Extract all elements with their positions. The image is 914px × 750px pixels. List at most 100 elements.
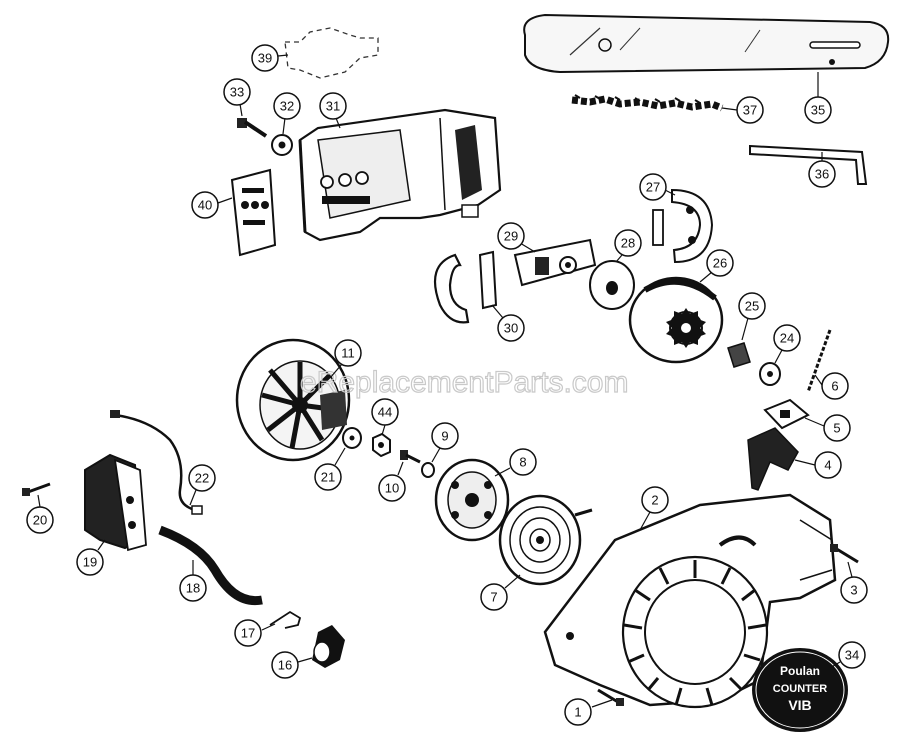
part-5-block [763, 398, 810, 430]
callout-leader-39 [277, 54, 289, 57]
part-31-housing [298, 108, 502, 242]
callout-circle-5 [823, 414, 851, 442]
part-7-spring [498, 494, 593, 586]
callout-circle-32 [273, 92, 301, 120]
callout-leader-16 [297, 657, 313, 663]
part-20-screw [22, 482, 51, 496]
part-19-ignition-module [84, 453, 147, 552]
part-44-nut [372, 432, 391, 458]
badge-line-3: VIB [788, 697, 811, 713]
callout-number-40: 40 [198, 198, 212, 213]
callout-circle-7 [480, 583, 508, 611]
callout-8: 8 [494, 448, 537, 477]
callout-leader-10 [397, 461, 404, 476]
callout-circle-19 [76, 548, 104, 576]
callout-leader-22 [189, 489, 197, 506]
callout-circle-8 [509, 448, 537, 476]
part-26-clutch-drum [628, 276, 724, 364]
callout-18: 18 [179, 560, 207, 602]
part-22-wire [110, 410, 203, 515]
part-4-knob [747, 427, 799, 491]
callout-number-26: 26 [713, 256, 727, 271]
part-32-washer [271, 134, 293, 156]
callout-number-7: 7 [490, 590, 497, 605]
part-28-washer [589, 260, 635, 310]
callout-21: 21 [314, 447, 346, 491]
callout-leader-28 [615, 254, 623, 263]
callout-number-33: 33 [230, 85, 244, 100]
callout-34: 34 [829, 641, 866, 669]
callout-number-17: 17 [241, 626, 255, 641]
callout-circle-25 [738, 292, 766, 320]
callout-number-28: 28 [621, 236, 635, 251]
callout-29: 29 [497, 222, 536, 253]
part-40-plate [230, 168, 277, 257]
callout-leader-26 [699, 271, 713, 283]
badge-line-2: COUNTER [773, 683, 827, 695]
callout-circle-11 [334, 339, 362, 367]
part-39-outline [284, 27, 379, 79]
callout-leader-3 [847, 561, 853, 578]
callout-30: 30 [491, 304, 525, 342]
callout-number-25: 25 [745, 299, 759, 314]
part-24-washer [759, 362, 781, 386]
callout-number-8: 8 [519, 455, 526, 470]
callout-circle-21 [314, 463, 342, 491]
callout-leader-1 [591, 699, 613, 708]
callout-circle-24 [773, 324, 801, 352]
callout-number-21: 21 [321, 470, 335, 485]
callout-17: 17 [234, 619, 276, 647]
callout-number-30: 30 [504, 321, 518, 336]
callout-24: 24 [773, 324, 801, 364]
callout-number-10: 10 [385, 481, 399, 496]
part-6-pin [806, 329, 832, 393]
callout-5: 5 [804, 414, 851, 442]
callout-number-39: 39 [258, 51, 272, 66]
part-18-hose [158, 525, 263, 606]
callout-22: 22 [188, 464, 216, 506]
callout-number-22: 22 [195, 471, 209, 486]
callout-number-35: 35 [811, 103, 825, 118]
callout-circle-22 [188, 464, 216, 492]
callout-leader-5 [804, 417, 825, 427]
callout-leader-21 [334, 447, 346, 466]
callout-layer: 1234567891011161718192021222425262728293… [26, 44, 868, 726]
callout-circle-31 [319, 92, 347, 120]
part-36-hex-key [749, 144, 868, 185]
part-8-pulley [434, 458, 510, 542]
callout-leader-44 [381, 424, 386, 436]
callout-leader-17 [261, 623, 276, 631]
callout-16: 16 [271, 651, 313, 679]
callout-leader-24 [774, 349, 783, 364]
part-2-starter-housing [543, 493, 837, 709]
callout-number-9: 9 [441, 429, 448, 444]
callout-4: 4 [794, 451, 842, 479]
callout-leader-30 [491, 304, 504, 319]
callout-circle-33 [223, 78, 251, 106]
callout-10: 10 [378, 461, 406, 502]
callout-circle-39 [251, 44, 279, 72]
callout-6: 6 [814, 372, 849, 400]
callout-44: 44 [371, 398, 399, 436]
callout-number-16: 16 [278, 658, 292, 673]
part-35-guide-bar [523, 13, 890, 74]
callout-circle-37 [736, 96, 764, 124]
part-27-clutch [652, 188, 714, 264]
watermark-text: eReplacementParts.com [300, 366, 628, 399]
callout-11: 11 [329, 339, 362, 379]
callout-number-11: 11 [341, 346, 355, 361]
callout-circle-26 [706, 249, 734, 277]
callout-9: 9 [431, 422, 459, 463]
callout-circle-18 [179, 574, 207, 602]
callout-leader-4 [794, 459, 816, 466]
callout-leader-2 [639, 511, 651, 531]
callout-number-1: 1 [574, 705, 581, 720]
callout-circle-17 [234, 619, 262, 647]
callout-number-37: 37 [743, 103, 757, 118]
part-33-bolt [237, 118, 268, 138]
callout-leader-25 [741, 317, 749, 341]
callout-leader-27 [664, 189, 676, 196]
callout-leader-6 [814, 374, 823, 386]
callout-36: 36 [808, 152, 836, 188]
callout-circle-20 [26, 506, 54, 534]
